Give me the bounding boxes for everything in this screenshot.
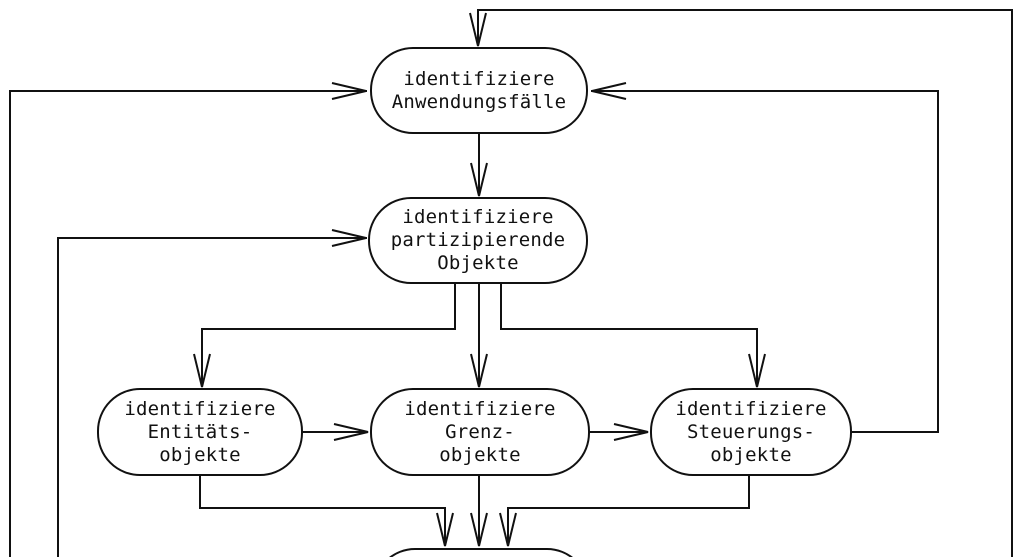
node-identify-participating-objects: identifiziere partizipierende Objekte <box>368 197 588 284</box>
node-identify-boundary-objects: identifiziere Grenz- objekte <box>370 388 590 476</box>
edge-entity-to-bottom <box>199 476 454 547</box>
edge-control-to-bottom <box>499 476 750 547</box>
node-bottom-partial <box>373 548 589 557</box>
node-label: identifiziere Steuerungs- objekte <box>675 397 827 466</box>
node-identify-use-cases: identifiziere Anwendungsfälle <box>370 47 588 134</box>
node-label: identifiziere partizipierende Objekte <box>390 206 566 274</box>
edge-loop-left-to-use-cases <box>9 82 367 557</box>
node-identify-entity-objects: identifiziere Entitäts- objekte <box>97 388 303 476</box>
edge-entity-to-boundary <box>303 423 369 441</box>
edge-use-cases-to-participating <box>470 134 488 197</box>
edge-participating-to-entity <box>193 284 456 388</box>
edge-control-to-use-cases <box>591 82 939 433</box>
edge-boundary-to-control <box>590 423 649 441</box>
edge-loop-right-to-use-cases-top <box>469 9 1013 557</box>
node-identify-control-objects: identifiziere Steuerungs- objekte <box>650 388 852 476</box>
edge-participating-to-control <box>500 284 766 388</box>
edge-loop-left-to-participating <box>57 229 367 557</box>
node-label: identifiziere Anwendungsfälle <box>391 67 567 113</box>
node-label: identifiziere Entitäts- objekte <box>124 397 276 466</box>
edge-boundary-to-bottom <box>470 476 488 547</box>
edge-participating-to-boundary <box>470 284 488 388</box>
node-label: identifiziere Grenz- objekte <box>404 397 556 466</box>
